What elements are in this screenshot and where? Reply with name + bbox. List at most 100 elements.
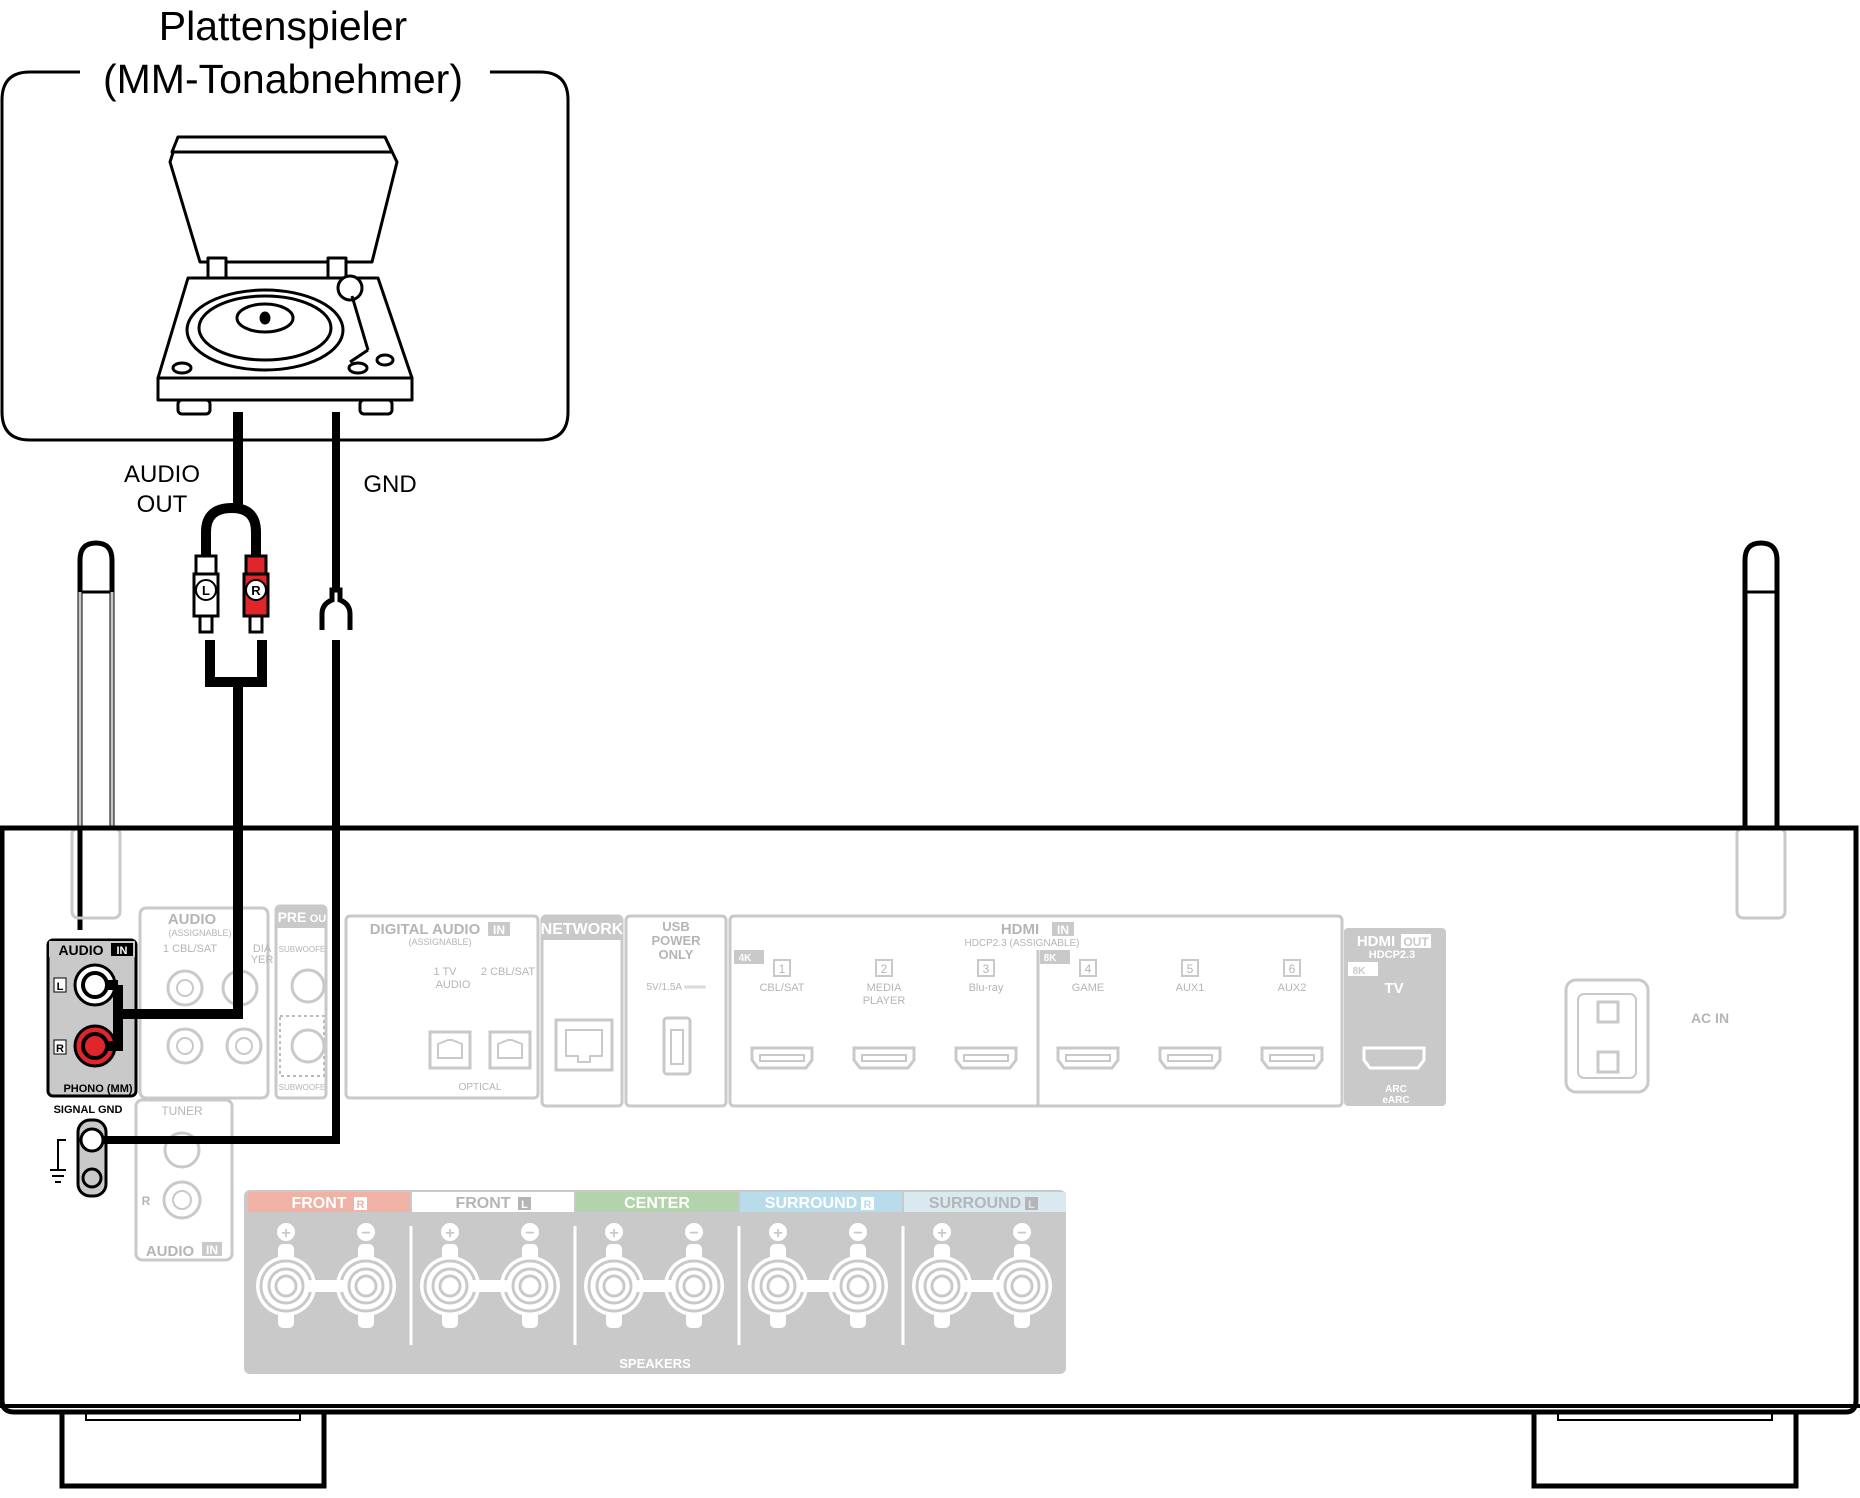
phono-mm-label: PHONO (MM)	[63, 1083, 132, 1095]
speaker-side-label: L	[1028, 1199, 1035, 1211]
terminal-polarity: +	[445, 1225, 454, 1242]
terminal-knob	[828, 1256, 888, 1316]
minus-icon	[1013, 1223, 1031, 1241]
speaker-channel-header	[248, 1192, 410, 1212]
speaker-channel-header	[412, 1192, 574, 1212]
rca-plug-right: R	[242, 554, 270, 634]
speaker-channel-3: CENTER+−	[573, 1192, 738, 1345]
plus-icon	[933, 1223, 951, 1241]
speaker-side-badge	[354, 1197, 367, 1210]
phono-audio-label: AUDIO	[58, 942, 103, 958]
speaker-minus-terminal[interactable]: −	[992, 1223, 1052, 1328]
audio-assignable-media2: YER	[251, 954, 274, 966]
terminal-polarity: −	[1017, 1225, 1026, 1242]
speaker-plus-terminal[interactable]: +	[912, 1223, 972, 1328]
hdmi-port-number: 6	[1289, 962, 1296, 976]
hdmi-socket-inner	[1167, 1054, 1213, 1062]
terminal-knob	[664, 1256, 724, 1316]
turntable-icon	[156, 135, 414, 416]
speaker-side-label: L	[521, 1199, 528, 1211]
minus-icon	[521, 1223, 539, 1241]
hdmi-in-badge-8k: 8K	[1044, 953, 1058, 964]
audio-out-label-line1: AUDIO	[124, 461, 200, 488]
network-title: NETWORK	[541, 921, 624, 938]
gnd-label: GND	[363, 471, 416, 498]
terminal-polarity: +	[609, 1225, 618, 1242]
hdmi-out-tv: TV	[1384, 980, 1403, 997]
plug-right-label: R	[251, 583, 261, 598]
signal-gnd-screw[interactable]	[79, 1127, 105, 1153]
hdmi-port-number-box	[773, 959, 791, 977]
terminal-polarity: −	[361, 1225, 370, 1242]
hdmi-in-panel: HDMI IN HDCP2.3 (ASSIGNABLE) 4K 8K 1CBL/…	[728, 914, 1344, 1108]
device-frame	[0, 70, 570, 442]
hdmi-port-number-box	[875, 959, 893, 977]
hdmi-out-arc: ARC	[1385, 1084, 1407, 1095]
plus-icon	[277, 1223, 295, 1241]
hdmi-port-number: 5	[1187, 962, 1194, 976]
hdmi-port-number: 1	[779, 962, 786, 976]
pre-out-title: PRE	[278, 909, 307, 925]
hdmi-port-name: GAME	[1072, 982, 1104, 994]
gnd-spade-lug	[319, 587, 353, 630]
pre-out-sub2: SUBWOOFE	[279, 1083, 326, 1092]
audio-assignable-ch1: 1 CBL/SAT	[163, 943, 217, 955]
speaker-plus-terminal[interactable]: +	[420, 1223, 480, 1328]
plug-left-label: L	[202, 583, 210, 598]
speaker-plus-terminal[interactable]: +	[748, 1223, 808, 1328]
plus-icon	[769, 1223, 787, 1241]
terminal-knob	[420, 1256, 480, 1316]
ground-symbol-icon	[50, 1139, 66, 1183]
minus-icon	[685, 1223, 703, 1241]
hdmi-port-number-box	[1079, 959, 1097, 977]
hdmi-port-number-box	[977, 959, 995, 977]
hdmi-socket	[1056, 1046, 1120, 1070]
audio-assignable-media1: DIA	[253, 943, 272, 955]
speaker-channel-name: CENTER	[624, 1195, 690, 1212]
speaker-side-badge	[518, 1197, 531, 1210]
terminal-bridge	[472, 1280, 508, 1292]
tuner-audio-label: AUDIO	[146, 1243, 195, 1260]
terminal-polarity: +	[773, 1225, 782, 1242]
ac-in-label: AC IN	[1691, 1010, 1729, 1026]
hdmi-out-out: OUT	[1403, 935, 1429, 949]
audio-assignable-title: AUDIO	[168, 911, 217, 928]
hdmi-socket	[852, 1046, 916, 1070]
pre-out-sub1: SUBWOOFE	[279, 945, 326, 954]
hdmi-socket-inner	[861, 1054, 907, 1062]
speaker-plus-terminal[interactable]: +	[584, 1223, 644, 1328]
terminal-knob	[992, 1256, 1052, 1316]
digital-audio-title: DIGITAL AUDIO	[370, 921, 481, 938]
hdmi-socket-inner	[963, 1054, 1009, 1062]
terminal-polarity: +	[281, 1225, 290, 1242]
usb-line3: ONLY	[659, 947, 694, 962]
hdmi-port-number-box	[1283, 959, 1301, 977]
speaker-channel-name: FRONT	[291, 1195, 346, 1212]
tuner-panel: TUNER R AUDIO IN	[134, 1098, 234, 1262]
hdmi-socket-inner	[1065, 1054, 1111, 1062]
speaker-side-badge	[861, 1197, 874, 1210]
audio-assignable-panel: AUDIO (ASSIGNABLE) 1 CBL/SAT DIA YER	[138, 906, 274, 1100]
hdmi-out-panel: HDMI OUT HDCP2.3 8K TV ARC eARC	[1344, 928, 1446, 1106]
terminal-bridge	[800, 1280, 836, 1292]
hdmi-socket-inner	[1269, 1054, 1315, 1062]
hdmi-port-number-box	[1181, 959, 1199, 977]
hdmi-port-name: Blu-ray	[969, 982, 1004, 994]
usb-line1: USB	[662, 919, 689, 934]
digital-audio-in: IN	[493, 923, 505, 937]
terminal-knob	[912, 1256, 972, 1316]
digital-audio-ch1a: 1 TV	[433, 966, 457, 978]
hdmi-port-number: 4	[1085, 962, 1092, 976]
digital-audio-sub: (ASSIGNABLE)	[408, 937, 471, 947]
